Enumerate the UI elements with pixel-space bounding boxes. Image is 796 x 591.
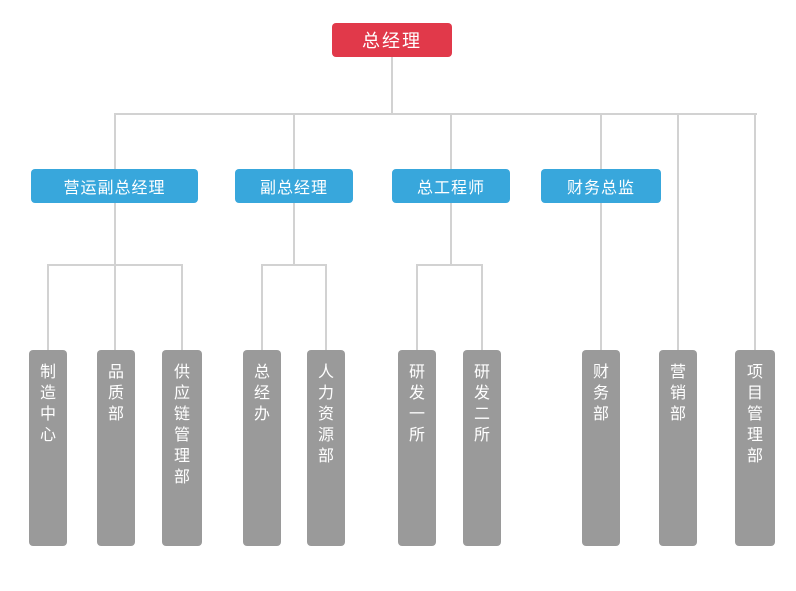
node-label: 财务总监 bbox=[566, 180, 635, 197]
connector-sub2-rail bbox=[261, 264, 327, 266]
connector-sub1-drop-3 bbox=[181, 264, 183, 350]
node-label: 总经办 bbox=[254, 364, 271, 423]
connector-sub2-drop-1 bbox=[261, 264, 263, 350]
connector-top-rail bbox=[114, 113, 757, 115]
connector-drop-manager-2 bbox=[293, 113, 295, 169]
node-label: 制造中心 bbox=[40, 364, 57, 444]
node-project-mgmt-dept[interactable]: 项目管理部 bbox=[735, 350, 775, 546]
node-deputy-gm[interactable]: 副总经理 bbox=[235, 169, 353, 203]
connector-sub1-drop-2 bbox=[114, 264, 116, 350]
connector-drop-project-mgmt bbox=[754, 113, 756, 350]
node-finance-director[interactable]: 财务总监 bbox=[541, 169, 661, 203]
node-label: 营运副总经理 bbox=[63, 180, 166, 197]
node-general-manager[interactable]: 总经理 bbox=[332, 23, 452, 57]
connector-sub2-stem bbox=[293, 203, 295, 265]
node-label: 营销部 bbox=[670, 364, 687, 423]
node-label: 财务部 bbox=[593, 364, 610, 423]
connector-sub3-rail bbox=[416, 264, 483, 266]
connector-drop-manager-3 bbox=[450, 113, 452, 169]
connector-drop-marketing bbox=[677, 113, 679, 350]
node-supply-chain-dept[interactable]: 供应链管理部 bbox=[162, 350, 202, 546]
node-rd-institute-1[interactable]: 研发一所 bbox=[398, 350, 436, 546]
node-marketing-dept[interactable]: 营销部 bbox=[659, 350, 697, 546]
node-label: 总工程师 bbox=[416, 180, 485, 197]
node-quality-dept[interactable]: 品质部 bbox=[97, 350, 135, 546]
node-finance-dept[interactable]: 财务部 bbox=[582, 350, 620, 546]
node-label: 总经理 bbox=[362, 31, 422, 51]
connector-drop-manager-1 bbox=[114, 113, 116, 169]
node-hr-dept[interactable]: 人力资源部 bbox=[307, 350, 345, 546]
node-label: 品质部 bbox=[108, 364, 125, 423]
node-label: 研发二所 bbox=[474, 364, 491, 444]
node-label: 项目管理部 bbox=[747, 364, 764, 465]
connector-root-stem bbox=[391, 57, 393, 114]
node-chief-engineer[interactable]: 总工程师 bbox=[392, 169, 510, 203]
connector-sub1-drop-1 bbox=[47, 264, 49, 350]
connector-sub3-stem bbox=[450, 203, 452, 265]
connector-sub4-stem bbox=[600, 203, 602, 350]
connector-sub2-drop-2 bbox=[325, 264, 327, 350]
connector-sub1-stem bbox=[114, 203, 116, 265]
node-label: 供应链管理部 bbox=[174, 364, 191, 486]
connector-drop-manager-4 bbox=[600, 113, 602, 169]
connector-sub3-drop-1 bbox=[416, 264, 418, 350]
node-label: 研发一所 bbox=[409, 364, 426, 444]
node-label: 副总经理 bbox=[259, 180, 328, 197]
node-rd-institute-2[interactable]: 研发二所 bbox=[463, 350, 501, 546]
node-gm-office[interactable]: 总经办 bbox=[243, 350, 281, 546]
node-operations-deputy-gm[interactable]: 营运副总经理 bbox=[31, 169, 198, 203]
node-manufacturing-center[interactable]: 制造中心 bbox=[29, 350, 67, 546]
node-label: 人力资源部 bbox=[318, 364, 335, 465]
connector-sub3-drop-2 bbox=[481, 264, 483, 350]
